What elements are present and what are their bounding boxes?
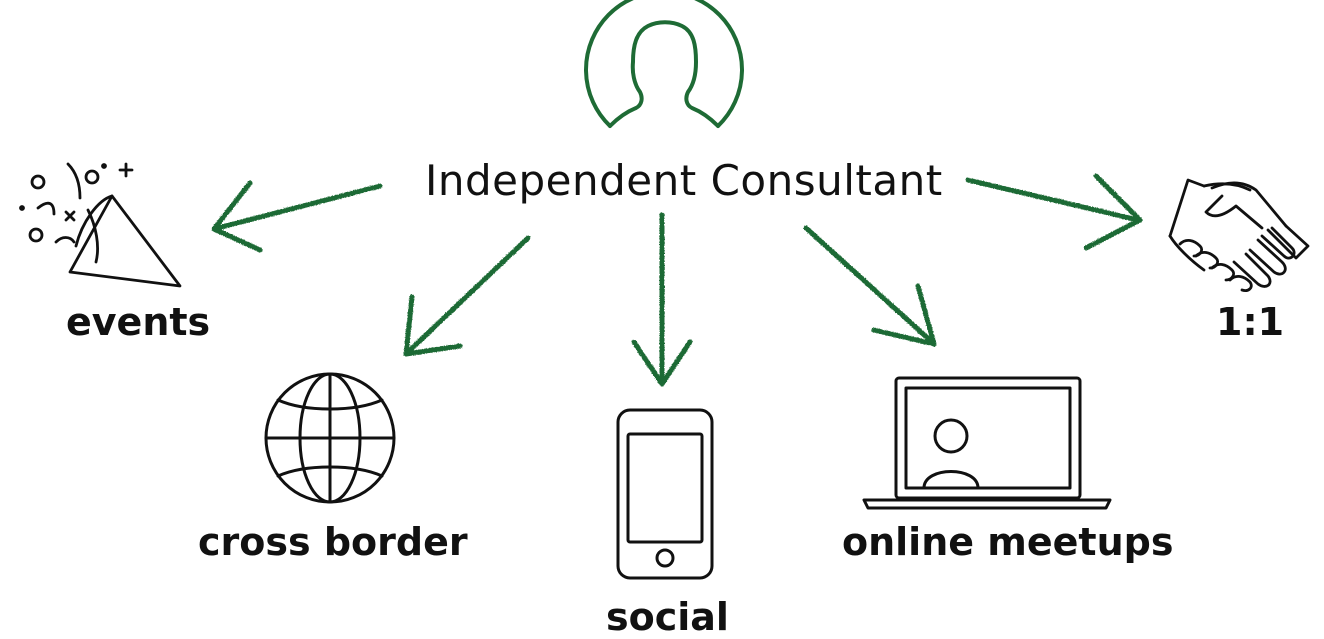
globe-icon: [264, 372, 396, 504]
node-label-online-meetups: online meetups: [842, 520, 1174, 564]
smartphone-icon: [616, 408, 714, 580]
arrow-to-events: [211, 180, 383, 253]
handshake-icon: [1168, 178, 1310, 292]
node-label-one-on-one: 1:1: [1216, 300, 1285, 344]
person-silhouette-icon: [584, 0, 744, 128]
node-label-social: social: [606, 595, 729, 639]
node-label-cross-border: cross border: [198, 520, 468, 564]
party-popper-icon: [19, 162, 182, 288]
arrow-to-online-meetups: [803, 225, 937, 347]
node-label-events: events: [66, 300, 211, 344]
laptop-video-call-icon: [862, 376, 1112, 510]
arrow-to-cross-border: [403, 235, 531, 357]
arrow-to-social: [631, 212, 693, 387]
arrow-to-one-on-one: [965, 173, 1143, 251]
center-title: Independent Consultant: [425, 156, 943, 205]
